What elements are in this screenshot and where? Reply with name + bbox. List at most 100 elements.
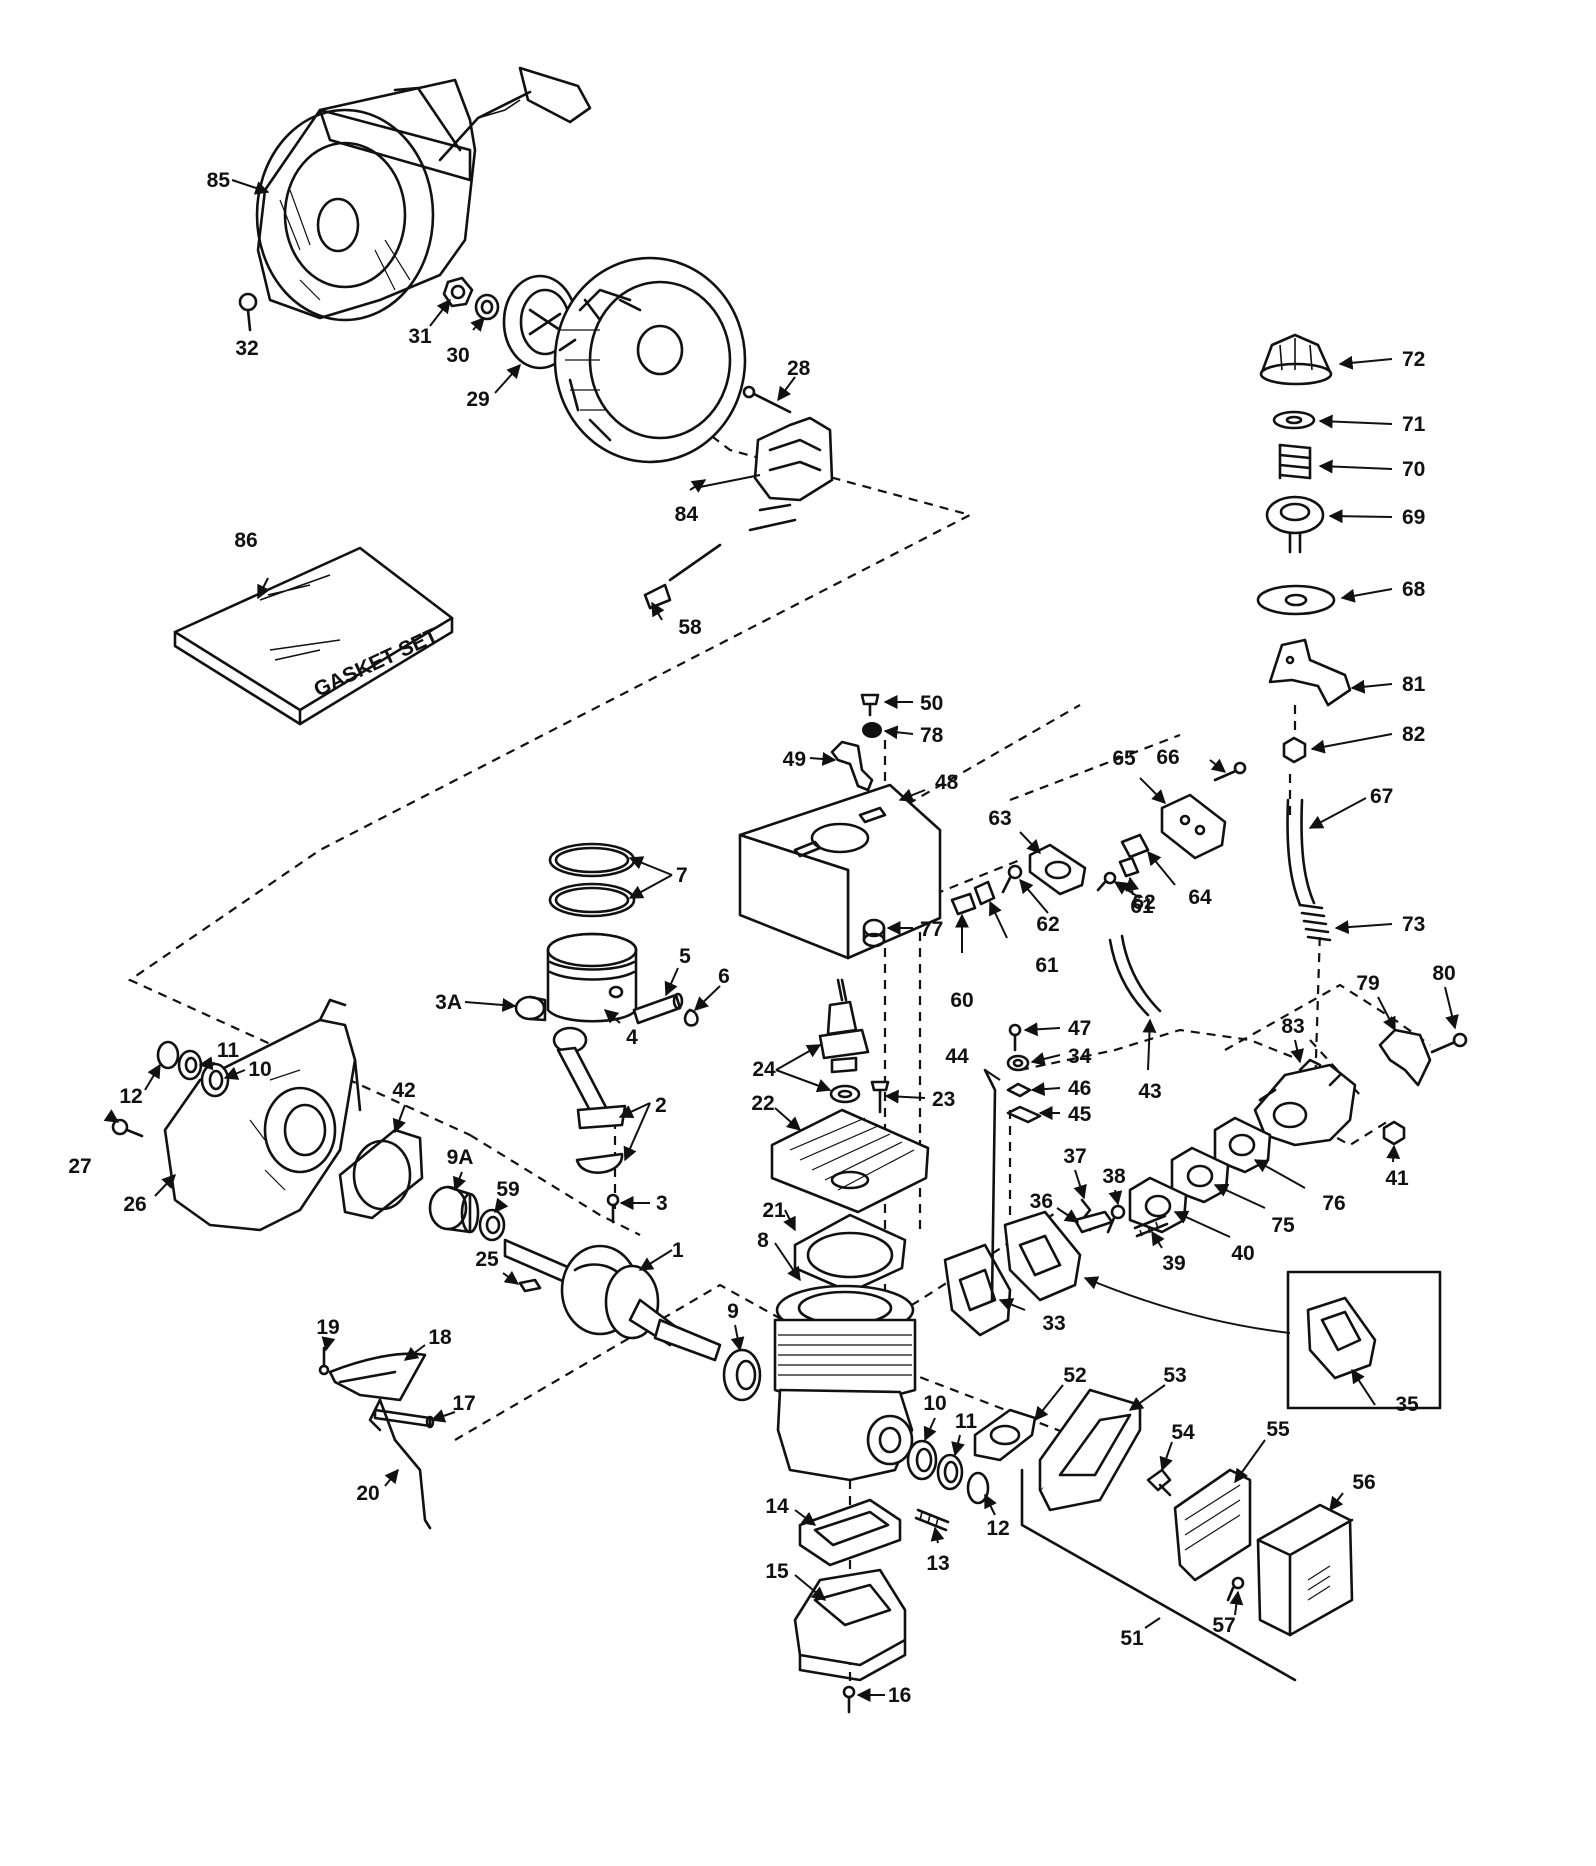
callout-50: 50 <box>920 692 943 715</box>
shroud-part-48 <box>738 783 942 960</box>
callout-3A: 3A <box>435 991 462 1014</box>
callout-25: 25 <box>475 1248 499 1271</box>
grommet-part-78 <box>862 722 882 738</box>
callout-18: 18 <box>428 1326 452 1349</box>
block-part-65 <box>1160 793 1227 860</box>
clip-part-61 <box>1118 856 1140 878</box>
callout-26: 26 <box>123 1193 146 1216</box>
callout-19: 19 <box>316 1316 339 1339</box>
callout-60: 60 <box>950 989 973 1012</box>
muffler-cover-part-56 <box>1256 1503 1354 1637</box>
nut-part-31 <box>442 276 474 308</box>
callout-17: 17 <box>452 1392 475 1415</box>
callout-9: 9 <box>727 1300 739 1323</box>
callout-10a: 10 <box>248 1058 271 1081</box>
baffle-part-55 <box>1173 1468 1252 1582</box>
screw-part-62 <box>1096 871 1117 892</box>
gasket-part-14 <box>798 1498 902 1567</box>
washer-part-24b <box>829 1084 861 1104</box>
callout-53: 53 <box>1163 1364 1186 1387</box>
nut-part-82 <box>1282 736 1307 764</box>
screw-part-47 <box>1008 1023 1022 1052</box>
callout-86: 86 <box>234 529 257 552</box>
callout-71: 71 <box>1402 413 1426 436</box>
crankshaft-part-1 <box>503 1238 722 1362</box>
callout-4: 4 <box>626 1026 638 1049</box>
callout-84: 84 <box>675 503 699 526</box>
callout-27: 27 <box>68 1155 91 1178</box>
fuel-cap-part-72 <box>1259 333 1333 386</box>
callout-63: 63 <box>988 807 1011 830</box>
callout-44: 44 <box>945 1045 969 1068</box>
callout-28: 28 <box>787 357 811 380</box>
throttle-rod-part-20 <box>368 1398 432 1530</box>
muffler-assembly-bracket-part-51 <box>1020 1468 1297 1682</box>
bearing-part-3A <box>514 995 547 1022</box>
grommet-part-77 <box>862 918 886 948</box>
valve-part-69 <box>1265 495 1325 554</box>
callout-7: 7 <box>676 864 688 887</box>
callout-42: 42 <box>392 1079 415 1102</box>
fuel-line-part-67 <box>1286 798 1316 907</box>
callout-66: 66 <box>1156 746 1179 769</box>
callout-9A: 9A <box>447 1146 474 1169</box>
shield-part-79 <box>1378 1028 1432 1087</box>
screw-part-50 <box>860 693 880 717</box>
crankcase-part-26 <box>163 998 362 1232</box>
callout-80: 80 <box>1432 962 1455 985</box>
callout-30: 30 <box>446 344 469 367</box>
callout-55: 55 <box>1266 1418 1290 1441</box>
callout-47: 47 <box>1068 1017 1091 1040</box>
callout-56: 56 <box>1352 1471 1375 1494</box>
callout-12b: 12 <box>986 1517 1009 1540</box>
callout-10b: 10 <box>923 1392 946 1415</box>
callout-58: 58 <box>678 616 702 639</box>
callout-35: 35 <box>1395 1393 1419 1416</box>
washer-part-34 <box>1006 1054 1030 1072</box>
cylinder-part-8 <box>773 1284 917 1482</box>
stud-part-13 <box>914 1508 950 1532</box>
reed-block-part-33 <box>943 1243 1012 1337</box>
callout-81: 81 <box>1402 673 1426 696</box>
flywheel <box>553 256 747 464</box>
callout-22: 22 <box>751 1092 774 1115</box>
plate-part-18 <box>328 1352 427 1402</box>
screw-part-27 <box>111 1118 144 1138</box>
stud-part-39 <box>1133 1214 1169 1238</box>
seal-part-11b <box>936 1453 964 1491</box>
cylinder-head-part-22 <box>770 1108 930 1214</box>
spring-part-70 <box>1278 443 1312 480</box>
bearing-part-10a <box>200 1062 230 1098</box>
clip-part-49 <box>830 740 874 792</box>
screw-part-80 <box>1430 1032 1468 1054</box>
wire-part-58 <box>643 543 722 610</box>
spark-plug-part-24 <box>818 978 870 1074</box>
callout-83: 83 <box>1281 1015 1304 1038</box>
seal-part-59 <box>478 1208 506 1242</box>
leader-lines <box>103 179 1459 1702</box>
bracket-part-44 <box>983 1068 997 1302</box>
ring-part-12a <box>156 1040 180 1070</box>
crankcase-cover-part-15 <box>793 1568 907 1682</box>
callout-68: 68 <box>1402 578 1426 601</box>
gasket-part-40 <box>1128 1176 1188 1234</box>
piston-rings-part-7 <box>548 842 636 918</box>
callout-6: 6 <box>718 965 730 988</box>
callout-40: 40 <box>1231 1242 1254 1265</box>
callout-24: 24 <box>752 1058 776 1081</box>
gasket-set-box-part-86: GASKET SET <box>173 546 454 726</box>
blower-housing-part-85 <box>255 66 592 322</box>
screw-part-19 <box>318 1346 330 1376</box>
callout-37: 37 <box>1063 1145 1086 1168</box>
screw-part-38 <box>1106 1204 1126 1234</box>
callout-46: 46 <box>1068 1077 1091 1100</box>
clip-part-6 <box>683 1008 699 1027</box>
screw-part-3 <box>606 1193 620 1224</box>
callout-61b: 61 <box>1035 954 1059 977</box>
bearing-part-9A <box>428 1185 480 1234</box>
callout-34: 34 <box>1068 1045 1092 1068</box>
callout-29: 29 <box>466 388 489 411</box>
callout-62: 62 <box>1132 891 1155 914</box>
callout-3: 3 <box>656 1192 668 1215</box>
